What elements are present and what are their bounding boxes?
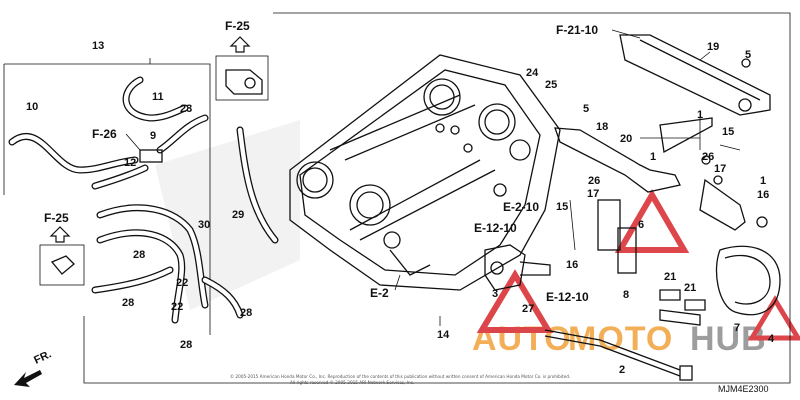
leader-lines: [394, 29, 741, 326]
tps-sensor: [484, 244, 551, 291]
part-label-5b[interactable]: 5: [745, 49, 751, 61]
part-label-28b[interactable]: 28: [122, 297, 134, 309]
map-sensor: [225, 69, 263, 95]
section-references: F-21-10 E-2 E-2-10 E-12-10 E-12-10: [370, 23, 598, 304]
part-label-12[interactable]: 12: [124, 157, 136, 169]
part-label-14[interactable]: 14: [437, 329, 450, 341]
part-label-23[interactable]: 23: [180, 103, 192, 115]
vacuum-pipe: [544, 329, 693, 381]
ref-f2110[interactable]: F-21-10: [556, 23, 598, 37]
throttle-body-assembly: [289, 54, 561, 291]
part-label-20[interactable]: 20: [620, 133, 632, 145]
part-label-19[interactable]: 19: [707, 41, 719, 53]
part-label-24[interactable]: 24: [526, 67, 539, 79]
watermark: AUTO MOTO HUB: [472, 189, 800, 358]
fuel-rail-assembly: [554, 34, 771, 274]
part-label-30[interactable]: 30: [198, 219, 210, 231]
part-label-1b[interactable]: 1: [650, 151, 656, 163]
part-label-3[interactable]: 3: [492, 288, 498, 300]
air-chamber-cover: [715, 245, 781, 316]
warning-triangle-icon: [476, 189, 800, 341]
front-direction-arrow: FR.: [14, 348, 53, 387]
copyright-line-2: All rights reserved © 2005-2015 ARI Netw…: [290, 380, 414, 385]
lower-right-clamps: [659, 289, 706, 326]
part-label-21a[interactable]: 21: [664, 271, 676, 283]
ref-f26-label: F-26: [92, 127, 117, 141]
part-label-21b[interactable]: 21: [684, 282, 696, 294]
part-label-22a[interactable]: 22: [176, 277, 188, 289]
up-arrow-icon: [229, 36, 251, 53]
part-label-29[interactable]: 29: [232, 209, 244, 221]
copyright-footer: © 2005-2015 American Honda Motor Co., In…: [230, 374, 570, 385]
part-label-10[interactable]: 10: [26, 101, 38, 113]
reference-f25-top[interactable]: F-25: [225, 19, 251, 53]
part-label-18[interactable]: 18: [596, 121, 608, 133]
ref-e1210-right[interactable]: E-12-10: [546, 290, 589, 304]
part-label-28a[interactable]: 28: [133, 249, 145, 261]
part-label-27[interactable]: 27: [522, 303, 534, 315]
left-hose-group: [8, 76, 209, 190]
part-label-6[interactable]: 6: [638, 219, 644, 231]
part-label-17b[interactable]: 17: [587, 188, 599, 200]
part-label-25[interactable]: 25: [545, 79, 557, 91]
reference-f26[interactable]: F-26: [92, 127, 141, 151]
ref-e210[interactable]: E-2-10: [503, 200, 539, 214]
part-label-1c[interactable]: 1: [760, 175, 766, 187]
watermark-auto: AUTO: [472, 320, 572, 358]
ref-e2[interactable]: E-2: [370, 286, 389, 300]
part-label-15b[interactable]: 15: [556, 201, 568, 213]
dotted-guide-area: [155, 120, 300, 310]
part-label-11[interactable]: 11: [152, 91, 164, 103]
part-label-16b[interactable]: 16: [566, 259, 578, 271]
ref-f25-top-label: F-25: [225, 19, 250, 33]
group-boxes: [3, 12, 791, 384]
front-arrow-label: FR.: [32, 348, 53, 366]
ref-e1210-left[interactable]: E-12-10: [474, 221, 517, 235]
watermark-moto: MOTO: [568, 320, 673, 358]
part-label-8[interactable]: 8: [623, 289, 629, 301]
part-label-28d[interactable]: 28: [240, 307, 252, 319]
part-label-4[interactable]: 4: [768, 333, 775, 345]
ref-f25-left-label: F-25: [44, 211, 69, 225]
part-label-26b[interactable]: 26: [588, 175, 600, 187]
part-label-5a[interactable]: 5: [583, 103, 589, 115]
front-arrow-icon: [14, 370, 42, 387]
part-label-7[interactable]: 7: [734, 322, 740, 334]
part-label-28c[interactable]: 28: [180, 339, 192, 351]
up-arrow-icon-2: [49, 226, 71, 243]
part-number-labels: 13 10 11 23 9 12 30 29 28 28 22 22 28 28…: [26, 40, 775, 376]
diagram-code: MJM4E2300: [718, 384, 769, 394]
part-label-22b[interactable]: 22: [171, 301, 183, 313]
part-label-15a[interactable]: 15: [722, 126, 734, 138]
part-label-26a[interactable]: 26: [702, 151, 714, 163]
part-label-16a[interactable]: 16: [757, 189, 769, 201]
part-label-17a[interactable]: 17: [714, 163, 726, 175]
part-label-2[interactable]: 2: [619, 364, 625, 376]
part-label-9[interactable]: 9: [150, 130, 156, 142]
lower-hose-group: [91, 126, 279, 324]
part-label-13[interactable]: 13: [92, 40, 104, 52]
part-label-1a[interactable]: 1: [697, 109, 703, 121]
copyright-line-1: © 2005-2015 American Honda Motor Co., In…: [230, 374, 570, 379]
reference-f25-left[interactable]: F-25: [39, 211, 85, 286]
